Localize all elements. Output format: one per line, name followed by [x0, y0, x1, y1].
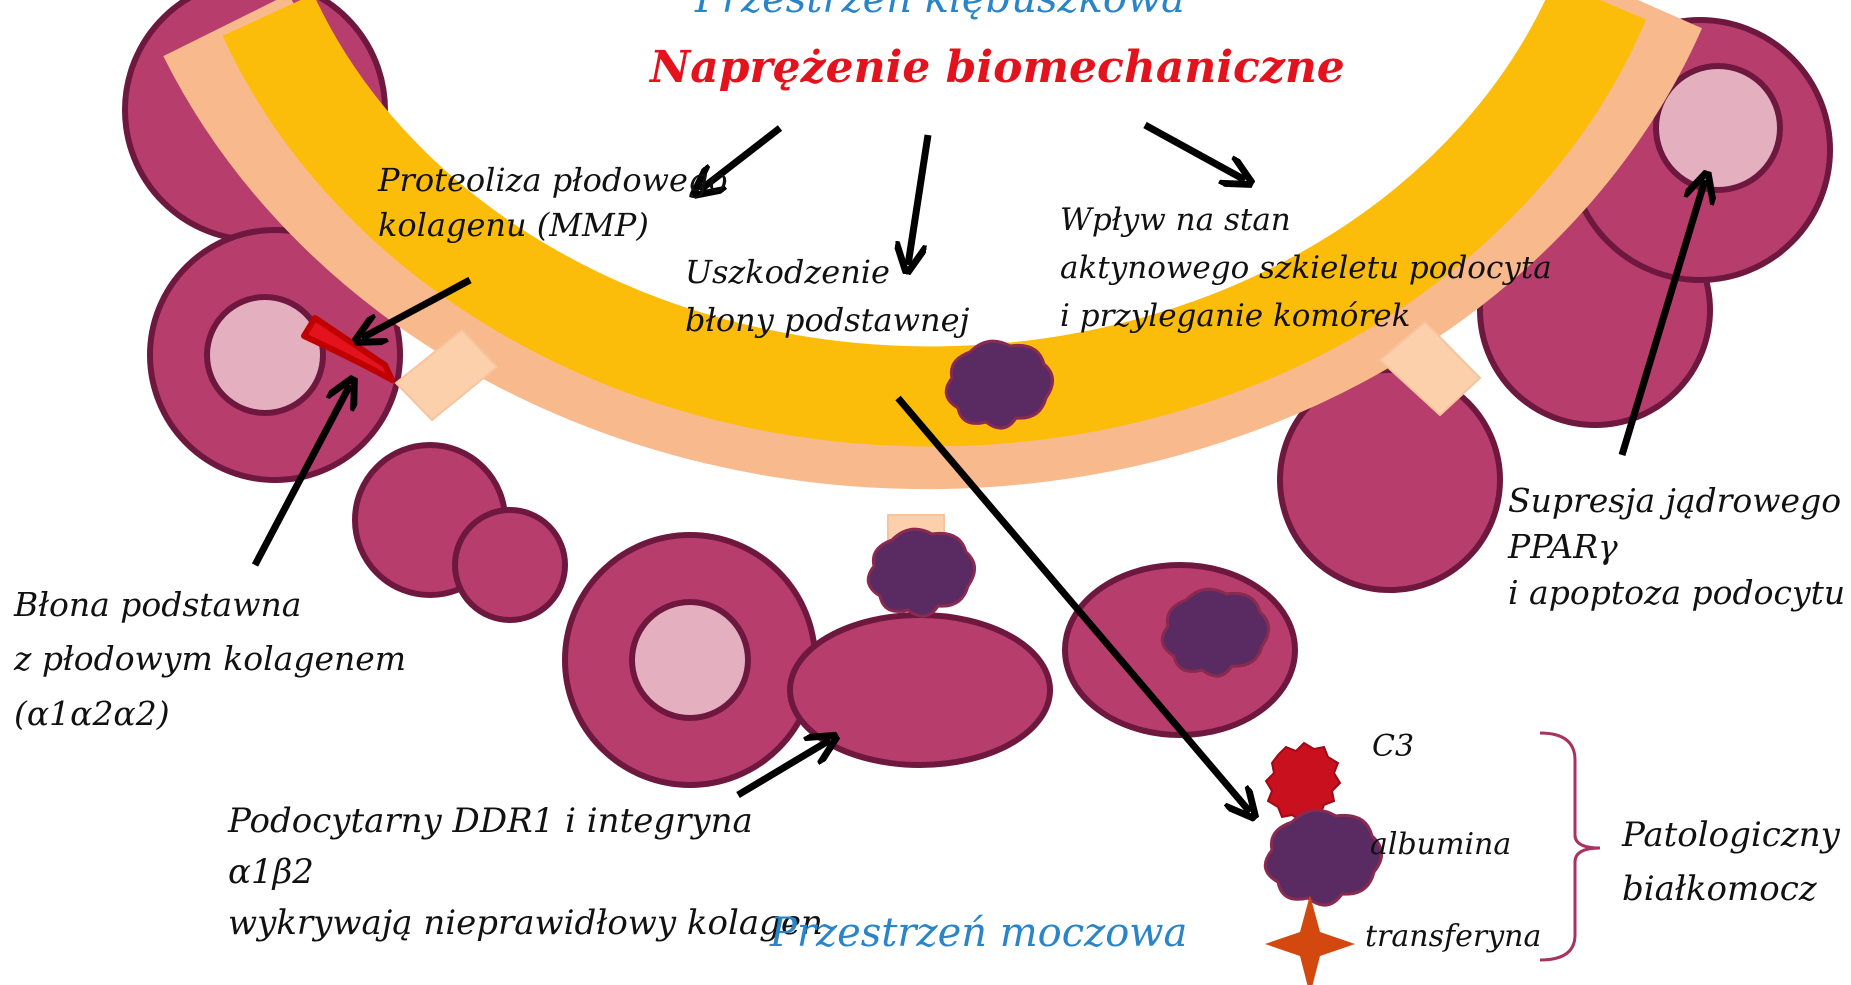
label-line: (α1α2α2)	[14, 687, 406, 741]
label-line: Podocytarny DDR1 i integryna	[228, 796, 823, 847]
nucleus	[1656, 66, 1780, 190]
label-line: aktynowego szkieletu podocyta	[1060, 244, 1552, 292]
urinary-space-label: Przestrzeń moczowa	[770, 908, 1187, 958]
label-line: Patologiczny	[1622, 808, 1840, 862]
label-line: Uszkodzenie	[685, 248, 969, 296]
arrow-to-uszkodzenie	[908, 135, 928, 265]
legend-c3-label: C3	[1372, 728, 1414, 766]
albumin-blob-icon	[868, 529, 974, 616]
label-line: Wpływ na stan	[1060, 196, 1552, 244]
label-line: α1β2	[228, 847, 823, 898]
ppar-suppression-label: Supresja jądrowego PPARγ i apoptoza podo…	[1508, 478, 1845, 617]
legend-bracket	[1540, 733, 1600, 960]
albumin-blob-icon	[1162, 589, 1268, 676]
pathologic-proteinuria-label: Patologiczny białkomocz	[1622, 808, 1840, 917]
label-line: wykrywają nieprawidłowy kolagen	[228, 898, 823, 949]
collagen-proteolysis-label: Proteoliza płodowego kolagenu (MMP)	[378, 158, 728, 248]
actin-cytoskeleton-label: Wpływ na stan aktynowego szkieletu podoc…	[1060, 196, 1552, 340]
c3-blob-icon	[1266, 743, 1340, 821]
nucleus	[632, 602, 748, 718]
albumin-blob-icon	[1265, 810, 1381, 905]
arrow-to-wplyw	[1145, 125, 1245, 180]
label-line: kolagenu (MMP)	[378, 203, 728, 248]
legend-albumin-label: albumina	[1370, 826, 1511, 864]
albumin-blob-icon	[946, 341, 1052, 428]
label-line: z płodowym kolagenem	[14, 632, 406, 686]
nucleus	[207, 297, 323, 413]
membrane-damage-label: Uszkodzenie błony podstawnej	[685, 248, 969, 344]
label-line: Błona podstawna	[14, 578, 406, 632]
label-line: błony podstawnej	[685, 296, 969, 344]
glomerular-space-title: Przestrzeń kłębuszkowa	[560, 0, 1320, 24]
label-line: Supresja jądrowego	[1508, 478, 1845, 524]
biomechanical-stress-title: Naprężenie biomechaniczne	[650, 40, 1270, 95]
label-line: PPARγ	[1508, 524, 1845, 570]
legend-transferrin-label: transferyna	[1365, 918, 1541, 956]
podocyte-receptor-label: Podocytarny DDR1 i integryna α1β2 wykryw…	[228, 796, 823, 949]
transferrin-star-icon	[1265, 895, 1355, 985]
label-line: i przyleganie komórek	[1060, 292, 1552, 340]
basement-membrane-label: Błona podstawna z płodowym kolagenem (α1…	[14, 578, 406, 741]
label-line: i apoptoza podocytu	[1508, 570, 1845, 616]
podocyte-cell	[455, 510, 565, 620]
label-line: białkomocz	[1622, 862, 1840, 916]
label-line: Proteoliza płodowego	[378, 158, 728, 203]
